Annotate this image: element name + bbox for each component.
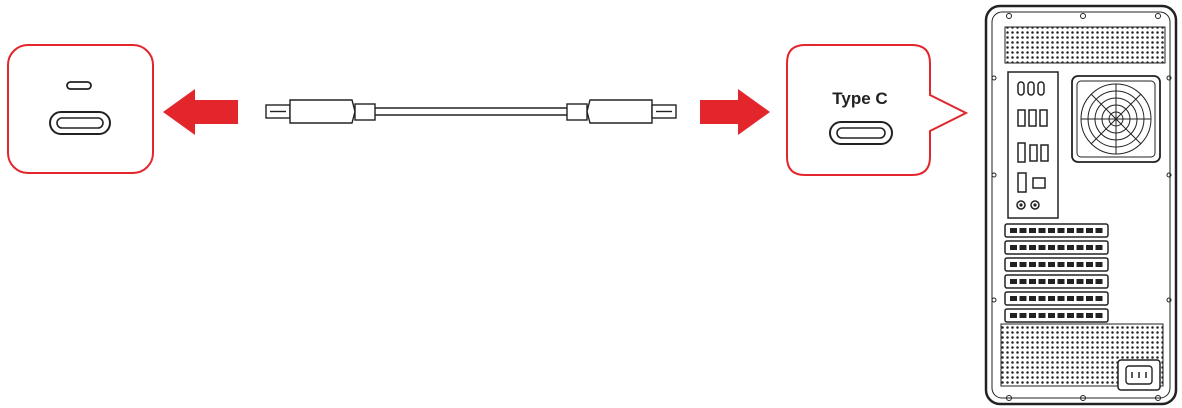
right-callout-label: Type C [832,89,887,108]
arrow-left-icon [163,89,238,135]
io-panel [1007,71,1059,219]
arrow-right-icon [700,89,770,135]
usb-c-cable [265,99,677,124]
right-port-callout: Type C [786,44,969,176]
cable-connector-left [265,99,376,124]
power-inlet-icon [1117,359,1161,391]
pc-tower-rear-panel-icon [984,4,1178,406]
expansion-slots [1004,223,1109,323]
top-vent-grille [1004,26,1166,64]
usb-c-port-icon [49,111,111,135]
usb-c-port-icon [829,121,893,145]
small-usb-c-port-icon [66,81,92,90]
cable-connector-right [566,99,677,124]
left-port-callout [7,44,154,174]
fan-icon [1071,75,1161,163]
